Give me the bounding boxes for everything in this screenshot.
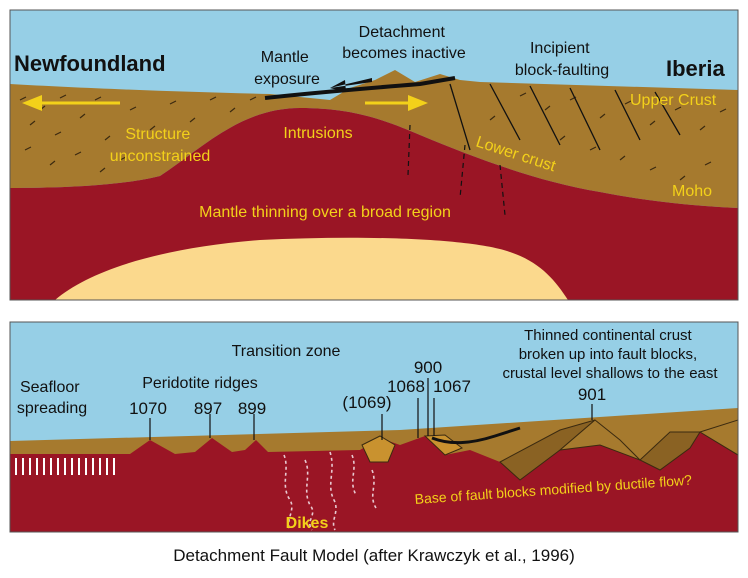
label-site-901: 901 xyxy=(578,385,606,404)
detachment-arrow-left xyxy=(330,78,372,92)
label-transition-zone: Transition zone xyxy=(232,343,341,360)
yellow-arrows xyxy=(22,95,428,111)
bottom-panel-border xyxy=(9,321,739,533)
figure-caption: Detachment Fault Model (after Krawczyk e… xyxy=(173,546,575,565)
label-mantle-thinning: Mantle thinning over a broad region xyxy=(199,204,451,221)
seafloor-stripes xyxy=(15,458,115,475)
label-detachment-inactive: Detachment becomes inactive xyxy=(342,24,466,62)
label-mantle-exposure: Mantle exposure xyxy=(254,49,320,88)
label-seafloor-spreading: Seafloor spreading xyxy=(17,379,87,417)
label-iberia: Iberia xyxy=(666,56,725,81)
bottom-panel: Transition zone Seafloor spreading Perid… xyxy=(10,322,738,532)
label-site-899: 899 xyxy=(238,399,266,418)
label-structure-unconstrained: Structure unconstrained xyxy=(110,126,211,165)
dikes-lines xyxy=(283,451,377,531)
label-moho: Moho xyxy=(672,183,712,200)
label-site-1068: 1068 xyxy=(387,377,425,396)
label-thinned-crust: Thinned continental crust broken up into… xyxy=(502,327,718,382)
fault-blocks xyxy=(499,419,738,481)
label-dikes: Dikes xyxy=(286,515,329,532)
label-site-897: 897 xyxy=(194,399,222,418)
label-incipient-faulting: Incipient block-faulting xyxy=(515,40,609,79)
bottom-detachment xyxy=(431,426,521,445)
label-site-1067: 1067 xyxy=(433,377,471,396)
label-peridotite-ridges: Peridotite ridges xyxy=(142,375,258,392)
top-panel: Newfoundland Iberia Mantle exposure Deta… xyxy=(10,10,738,300)
crust-hatch xyxy=(19,92,727,181)
label-intrusions: Intrusions xyxy=(283,125,352,142)
site-markers xyxy=(149,378,593,440)
block-1069 xyxy=(361,435,396,463)
incipient-faults xyxy=(449,83,681,151)
label-site-1069: (1069) xyxy=(342,393,391,412)
detachment-fault xyxy=(264,76,456,100)
top-asthenosphere xyxy=(55,237,568,300)
top-panel-border xyxy=(9,9,739,301)
label-upper-crust: Upper Crust xyxy=(630,92,717,109)
label-site-900: 900 xyxy=(414,358,442,377)
top-crust xyxy=(10,70,738,208)
label-newfoundland: Newfoundland xyxy=(14,51,166,76)
label-site-1070: 1070 xyxy=(129,399,167,418)
